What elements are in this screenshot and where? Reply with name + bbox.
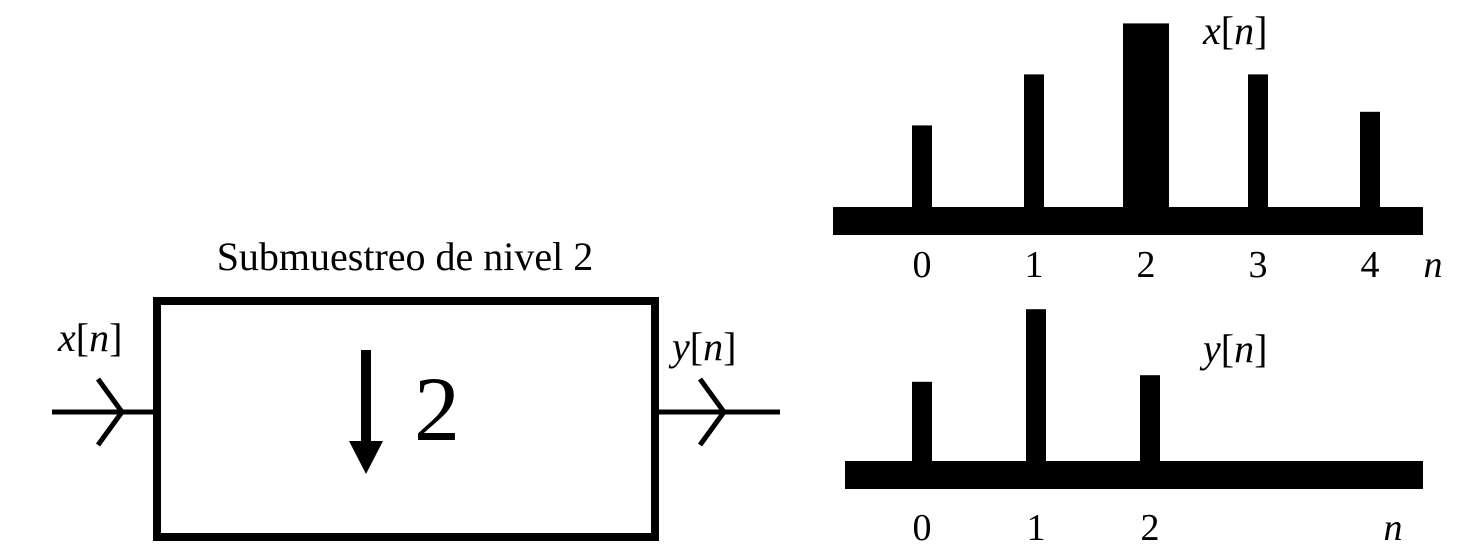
x-stem-1 <box>1024 74 1044 210</box>
x-tick-label-0: 0 <box>913 244 932 286</box>
block-box <box>153 297 659 541</box>
y-axis-bar <box>845 461 1423 489</box>
y-tick-label-2: 2 <box>1141 507 1160 549</box>
x-tick-label-4: 4 <box>1361 244 1380 286</box>
y-plot-title: y[n] <box>1199 326 1267 371</box>
block-title: Submuestreo de nivel 2 <box>217 234 594 279</box>
input-label: x[n] <box>57 315 122 360</box>
x-stem-3 <box>1248 74 1268 210</box>
x-stem-0 <box>912 125 932 209</box>
downsampler-block: Submuestreo de nivel 2 2 x[n] y[n] <box>52 234 780 541</box>
x-tick-label-1: 1 <box>1025 244 1044 286</box>
y-plot-xlabel: n <box>1384 507 1403 549</box>
y-stem-2 <box>1140 375 1160 463</box>
output-signal-plot: y[n] n 0 1 2 <box>845 309 1423 549</box>
x-plot-title: x[n] <box>1202 8 1267 53</box>
x-tick-label-3: 3 <box>1249 244 1268 286</box>
output-label: y[n] <box>668 324 736 369</box>
y-tick-label-0: 0 <box>913 507 932 549</box>
y-tick-label-1: 1 <box>1027 507 1046 549</box>
input-arrow-icon <box>95 377 126 447</box>
down-arrow-icon <box>349 350 383 474</box>
y-stem-0 <box>912 381 932 463</box>
x-axis-bar <box>833 207 1423 235</box>
x-stem-4 <box>1360 111 1380 209</box>
x-tick-label-2: 2 <box>1137 244 1156 286</box>
x-plot-xlabel: n <box>1424 244 1443 286</box>
downsample-factor: 2 <box>414 358 460 460</box>
output-arrow-icon <box>697 377 728 447</box>
x-stem-2 <box>1123 23 1169 210</box>
y-stem-1 <box>1026 309 1046 463</box>
input-signal-plot: x[n] n 0 1 2 3 4 <box>833 8 1443 286</box>
